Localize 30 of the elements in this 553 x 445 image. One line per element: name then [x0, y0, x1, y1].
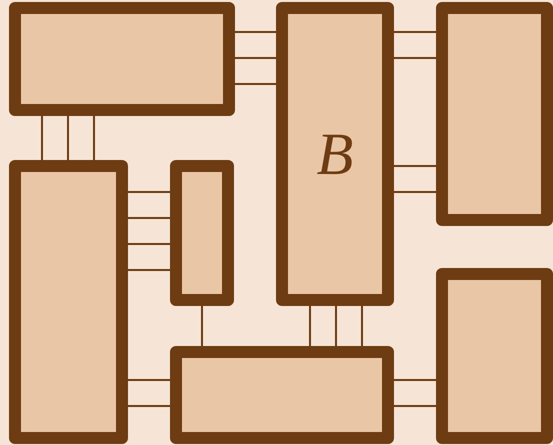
connector-line [128, 379, 170, 381]
block-label: B [316, 124, 354, 184]
connector-line [235, 31, 276, 33]
connector-line [235, 83, 276, 85]
connector-line [361, 306, 363, 346]
connector-line [394, 379, 436, 381]
connector-line [309, 306, 311, 346]
connector-line [67, 116, 69, 160]
connector-line [335, 306, 337, 346]
connector-line [394, 191, 436, 193]
connector-line [93, 116, 95, 160]
connector-line [128, 405, 170, 407]
connector-line [235, 57, 276, 59]
connector-line [41, 116, 43, 160]
connector-line [201, 306, 203, 346]
connector-line [128, 269, 170, 271]
connector-line [394, 31, 436, 33]
block-box [436, 268, 553, 444]
connector-line [128, 217, 170, 219]
connector-line [128, 191, 170, 193]
connector-line [394, 165, 436, 167]
block-box [170, 160, 234, 306]
connector-line [394, 405, 436, 407]
block-box [9, 160, 128, 444]
connector-line [394, 57, 436, 59]
block-box [436, 2, 553, 226]
block-box [170, 346, 394, 444]
block-box [276, 2, 394, 306]
connector-line [128, 243, 170, 245]
block-box [9, 2, 235, 116]
